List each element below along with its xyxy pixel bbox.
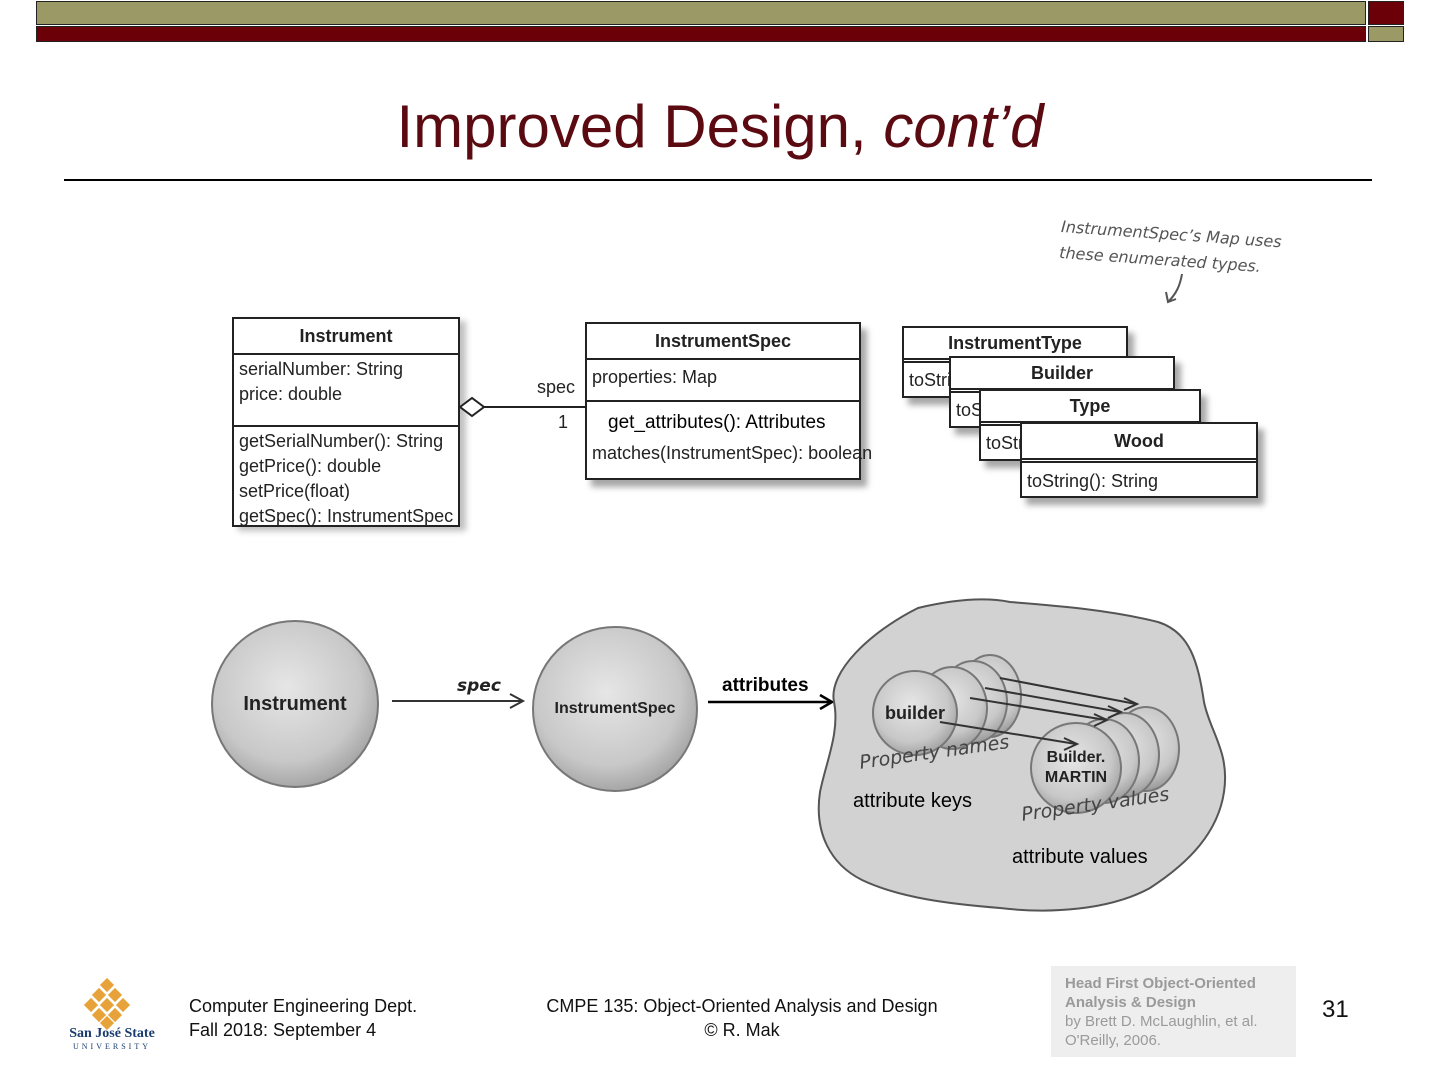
uml-method: getSerialNumber(): String — [239, 429, 453, 454]
object-label: Instrument — [243, 693, 346, 716]
uml-attributes: serialNumber: String price: double — [234, 355, 458, 427]
uml-methods: get_attributes(): Attributes matches(Ins… — [587, 402, 859, 469]
note-arrow — [1160, 272, 1190, 306]
logo-line2: UNIVERSITY — [66, 1042, 158, 1052]
uml-method: getSpec(): InstrumentSpec — [239, 504, 453, 529]
header-bar-olive — [36, 1, 1366, 25]
object-label: InstrumentSpec — [555, 700, 676, 718]
logo-line1: San José State — [66, 1026, 158, 1042]
footer-dept: Computer Engineering Dept. Fall 2018: Se… — [189, 994, 417, 1042]
title-rule — [64, 179, 1372, 181]
header-bar-maroon — [36, 26, 1366, 42]
uml-class-instrument-spec: InstrumentSpec properties: Map get_attri… — [585, 322, 861, 480]
object-instrument: Instrument — [211, 620, 379, 788]
book-credit: Head First Object-Oriented Analysis & De… — [1051, 966, 1296, 1057]
uml-enum-wood: Wood toString(): String — [1020, 422, 1258, 498]
uml-class-name: Instrument — [234, 319, 458, 355]
uml-attributes: properties: Map — [587, 360, 859, 402]
credit-line3: by Brett D. McLaughlin, et al. — [1065, 1012, 1282, 1031]
credit-line1: Head First Object-Oriented — [1065, 974, 1282, 993]
object-instrument-spec: InstrumentSpec — [532, 626, 698, 792]
label-attribute-values: attribute values — [1012, 846, 1148, 869]
uml-methods: getSerialNumber(): String getPrice(): do… — [234, 427, 458, 531]
sjsu-logo-icon — [84, 978, 140, 1030]
uml-enum-name: Type — [981, 391, 1199, 426]
uml-class-name: InstrumentSpec — [587, 324, 859, 360]
arrow-attributes-label: attributes — [722, 675, 809, 697]
association-multiplicity: 1 — [558, 412, 568, 433]
uml-method: getPrice(): double — [239, 454, 453, 479]
footer-course-line1: CMPE 135: Object-Oriented Analysis and D… — [512, 994, 972, 1018]
arrow-spec-label: spec — [457, 676, 501, 696]
uml-attribute: price: double — [239, 382, 453, 407]
header-square-maroon — [1368, 1, 1404, 25]
uml-method: setPrice(float) — [239, 479, 453, 504]
logo-wordmark: San José State UNIVERSITY — [66, 1026, 158, 1052]
uml-attribute: serialNumber: String — [239, 357, 453, 382]
label-attribute-keys: attribute keys — [853, 790, 972, 813]
footer-course: CMPE 135: Object-Oriented Analysis and D… — [512, 994, 972, 1042]
uml-class-instrument: Instrument serialNumber: String price: d… — [232, 317, 460, 527]
uml-enum-method: toString(): String — [1022, 463, 1256, 499]
footer-dept-line2: Fall 2018: September 4 — [189, 1018, 417, 1042]
uml-attribute: properties: Map — [592, 362, 854, 392]
uml-enum-name: Wood — [1022, 424, 1256, 463]
header-square-olive — [1368, 26, 1404, 42]
title-main: Improved Design, — [397, 93, 884, 160]
uml-method-overlay: get_attributes(): Attributes — [592, 404, 854, 439]
uml-association — [458, 395, 588, 421]
credit-line2: Analysis & Design — [1065, 993, 1282, 1012]
slide-title: Improved Design, cont’d — [0, 92, 1440, 161]
association-role: spec — [537, 377, 575, 398]
uml-method: matches(InstrumentSpec): boolean — [592, 439, 854, 467]
footer-course-line2: © R. Mak — [512, 1018, 972, 1042]
page-number: 31 — [1322, 996, 1349, 1024]
footer-dept-line1: Computer Engineering Dept. — [189, 994, 417, 1018]
title-italic: cont’d — [883, 93, 1043, 160]
credit-line4: O'Reilly, 2006. — [1065, 1031, 1282, 1050]
object-label: MARTIN — [1045, 768, 1107, 788]
uml-enum-name: Builder — [951, 358, 1173, 393]
